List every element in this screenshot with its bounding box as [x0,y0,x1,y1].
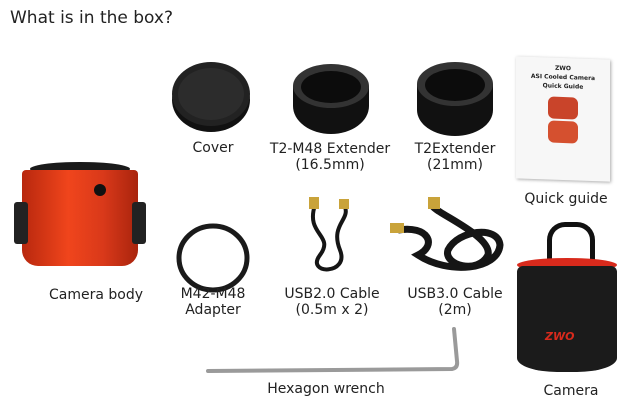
t2-m48-label-2: (16.5mm) [295,157,365,173]
cover-label: Cover [192,140,234,156]
usb2-label-2: (0.5m x 2) [295,302,369,318]
hexagon-wrench-image [206,327,460,373]
t2-m48-label-1: T2-M48 Extender [269,141,391,157]
usb3-label-1: USB3.0 Cable [407,286,503,302]
hexagon-wrench-label: Hexagon wrench [267,381,385,397]
t2-extender-image [417,62,493,136]
t2-m48-extender-image [293,64,369,134]
t2-extender-label-1: T2Extender [414,141,496,157]
quick-guide-label: Quick guide [524,191,608,207]
m42-m48-adapter-image [176,223,250,293]
usb2-label-1: USB2.0 Cable [284,286,380,302]
usb3-cable-image [390,197,504,271]
adapter-label-2: Adapter [185,302,241,318]
usb2-cable-image [309,197,349,272]
usb3-label-2: (2m) [438,302,472,318]
t2-extender-label-2: (21mm) [426,157,484,173]
cover-image [172,62,250,132]
guide-line2: Quick Guide [542,82,584,91]
adapter-label-1: M42-M48 [180,286,246,302]
bag-logo: ZWO [545,330,575,343]
camera-bag-image: ZWO [515,222,619,380]
camera-body-image [14,162,146,272]
camera-bag-label: Camera [543,383,599,399]
page-title: What is in the box? [10,8,174,28]
camera-body-label: Camera body [48,287,144,303]
quick-guide-image: ZWO ASI Cooled Camera Quick Guide [516,56,610,182]
